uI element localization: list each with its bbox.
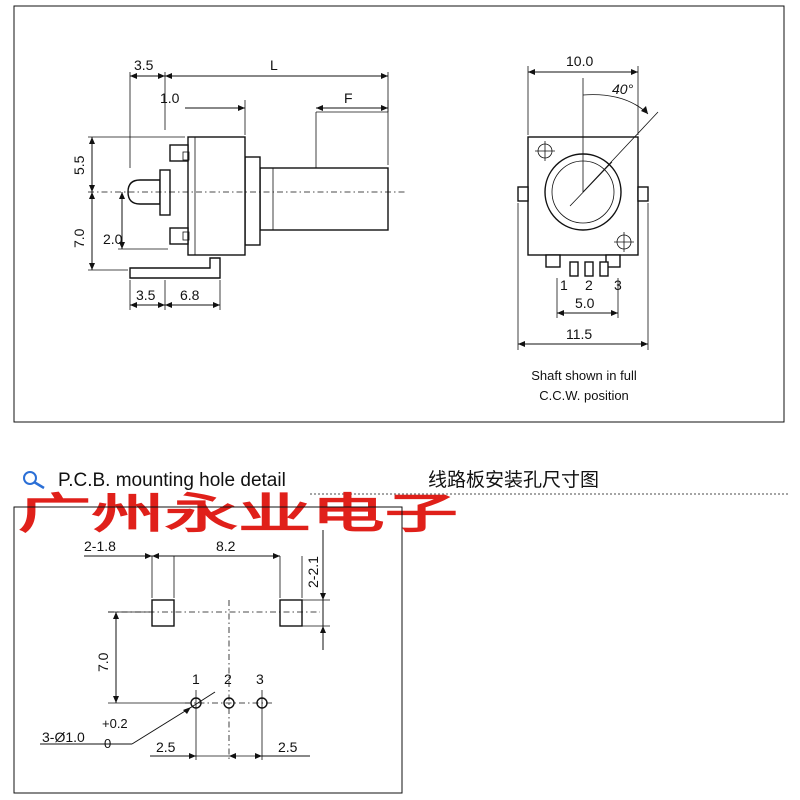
- pcb-view: 2-1.8 8.2 2-2.1 7.0 1 2 3 3-Ø1.0 +0.2 0 …: [40, 530, 330, 760]
- front-view: 10.0 40° 1 2 3 5.0 11.5 Shaft shown in f…: [517, 53, 659, 403]
- section-title: P.C.B. mounting hole detail: [58, 470, 286, 491]
- top-drawing-frame: [13, 5, 785, 423]
- section-title-cn: 线路板安装孔尺寸图: [428, 469, 599, 491]
- mounting-leg: [129, 257, 221, 279]
- dim-width-bottom: 11.5: [566, 326, 592, 342]
- slot-right: [279, 599, 303, 627]
- pcb-drawing-frame: [13, 506, 403, 794]
- pcb-pin-label-3: 3: [256, 671, 264, 687]
- hole-spec-tol-upper: +0.2: [102, 716, 128, 731]
- note-line-1: Shaft shown in full: [531, 368, 637, 383]
- tab-upper: [169, 144, 189, 162]
- dim-bushing: 1.0: [160, 90, 180, 106]
- hole-spec-tol-lower: 0: [104, 736, 111, 751]
- dim-right-pitch: 2.5: [278, 739, 298, 755]
- dim-bottom-body: 6.8: [180, 287, 200, 303]
- dim-width-top: 10.0: [566, 53, 593, 69]
- watermark-text: 广州永业电子: [18, 489, 458, 538]
- tab-lower: [169, 227, 189, 245]
- section-header: P.C.B. mounting hole detail 线路板安装孔尺寸图 广州…: [18, 469, 790, 538]
- dim-slot: 2-1.8: [84, 538, 116, 554]
- dim-length: L: [270, 57, 278, 73]
- front-pin-label-3: 3: [614, 277, 622, 293]
- bushing: [244, 156, 261, 246]
- dim-slot-height: 2-2.1: [305, 556, 321, 588]
- hole-spec: 3-Ø1.0: [42, 729, 85, 745]
- body: [187, 136, 246, 256]
- dim-pin-span: 5.0: [575, 295, 595, 311]
- dim-terminal: 2.0: [103, 231, 123, 247]
- front-pin-label-2: 2: [585, 277, 593, 293]
- dim-bottom-left: 3.5: [136, 287, 156, 303]
- shaft: [259, 167, 389, 231]
- dim-left-pitch: 2.5: [156, 739, 176, 755]
- note-line-2: C.C.W. position: [539, 388, 629, 403]
- dim-angle: 40°: [612, 81, 634, 97]
- dim-lower-height: 7.0: [71, 228, 87, 248]
- pcb-pin-label-2: 2: [224, 671, 232, 687]
- dim-flat: F: [344, 90, 353, 106]
- dim-slot-spacing: 8.2: [216, 538, 236, 554]
- slot-left: [151, 599, 175, 627]
- pcb-pin-label-1: 1: [192, 671, 200, 687]
- front-pin-label-1: 1: [560, 277, 568, 293]
- magnifier-icon: [23, 471, 45, 490]
- dim-upper-height: 5.5: [71, 155, 87, 175]
- side-view: 3.5 L 1.0 F 5.5 7.0 2.0 3.5 6.8: [71, 57, 405, 310]
- dim-row-distance: 7.0: [95, 652, 111, 672]
- dim-top-left: 3.5: [134, 57, 154, 73]
